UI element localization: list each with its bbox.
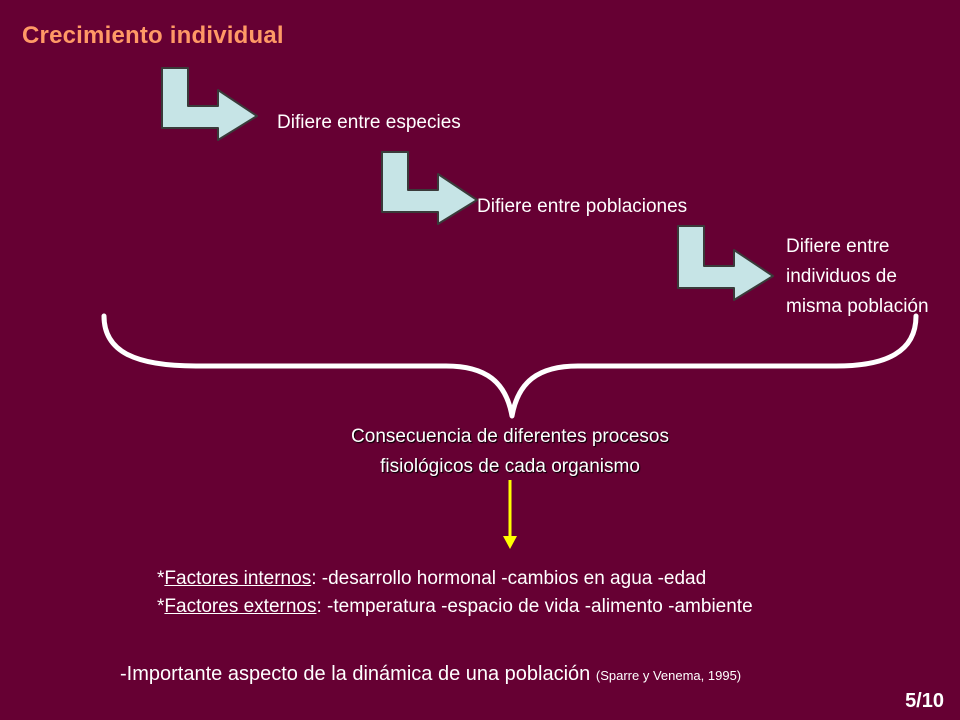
external-prefix: *	[157, 596, 165, 617]
bent-arrow-icon	[160, 66, 260, 142]
step-species: Difiere entre especies	[277, 112, 461, 133]
step-populations: Difiere entre poblaciones	[477, 196, 688, 217]
consequence-text: Consecuencia de diferentes procesos fisi…	[250, 422, 770, 482]
internal-factors: *Factores internos: -desarrollo hormonal…	[157, 565, 753, 593]
page-number: 5/10	[905, 690, 944, 712]
note-text: -Importante aspecto de la dinámica de un…	[120, 663, 591, 685]
step-individuals: Difiere entre individuos de misma poblac…	[786, 236, 929, 317]
external-items: : -temperatura -espacio de vida -aliment…	[316, 596, 753, 617]
down-arrow-icon	[501, 480, 519, 555]
bent-arrow-icon	[676, 224, 776, 302]
consequence-line-2: fisiológicos de cada organismo	[380, 456, 640, 477]
slide-title: Crecimiento individual	[22, 22, 284, 49]
external-label: Factores externos	[164, 596, 317, 617]
curly-brace	[96, 312, 926, 427]
internal-label: Factores internos	[164, 568, 312, 589]
factors-list: *Factores internos: -desarrollo hormonal…	[157, 565, 753, 621]
note: -Importante aspecto de la dinámica de un…	[120, 663, 741, 686]
consequence-line-1: Consecuencia de diferentes procesos	[351, 426, 669, 447]
internal-items: : -desarrollo hormonal -cambios en agua …	[311, 568, 707, 589]
internal-prefix: *	[157, 568, 165, 589]
external-factors: *Factores externos: -temperatura -espaci…	[157, 593, 753, 621]
bent-arrow-icon	[380, 150, 480, 226]
note-citation: (Sparre y Venema, 1995)	[595, 668, 742, 683]
